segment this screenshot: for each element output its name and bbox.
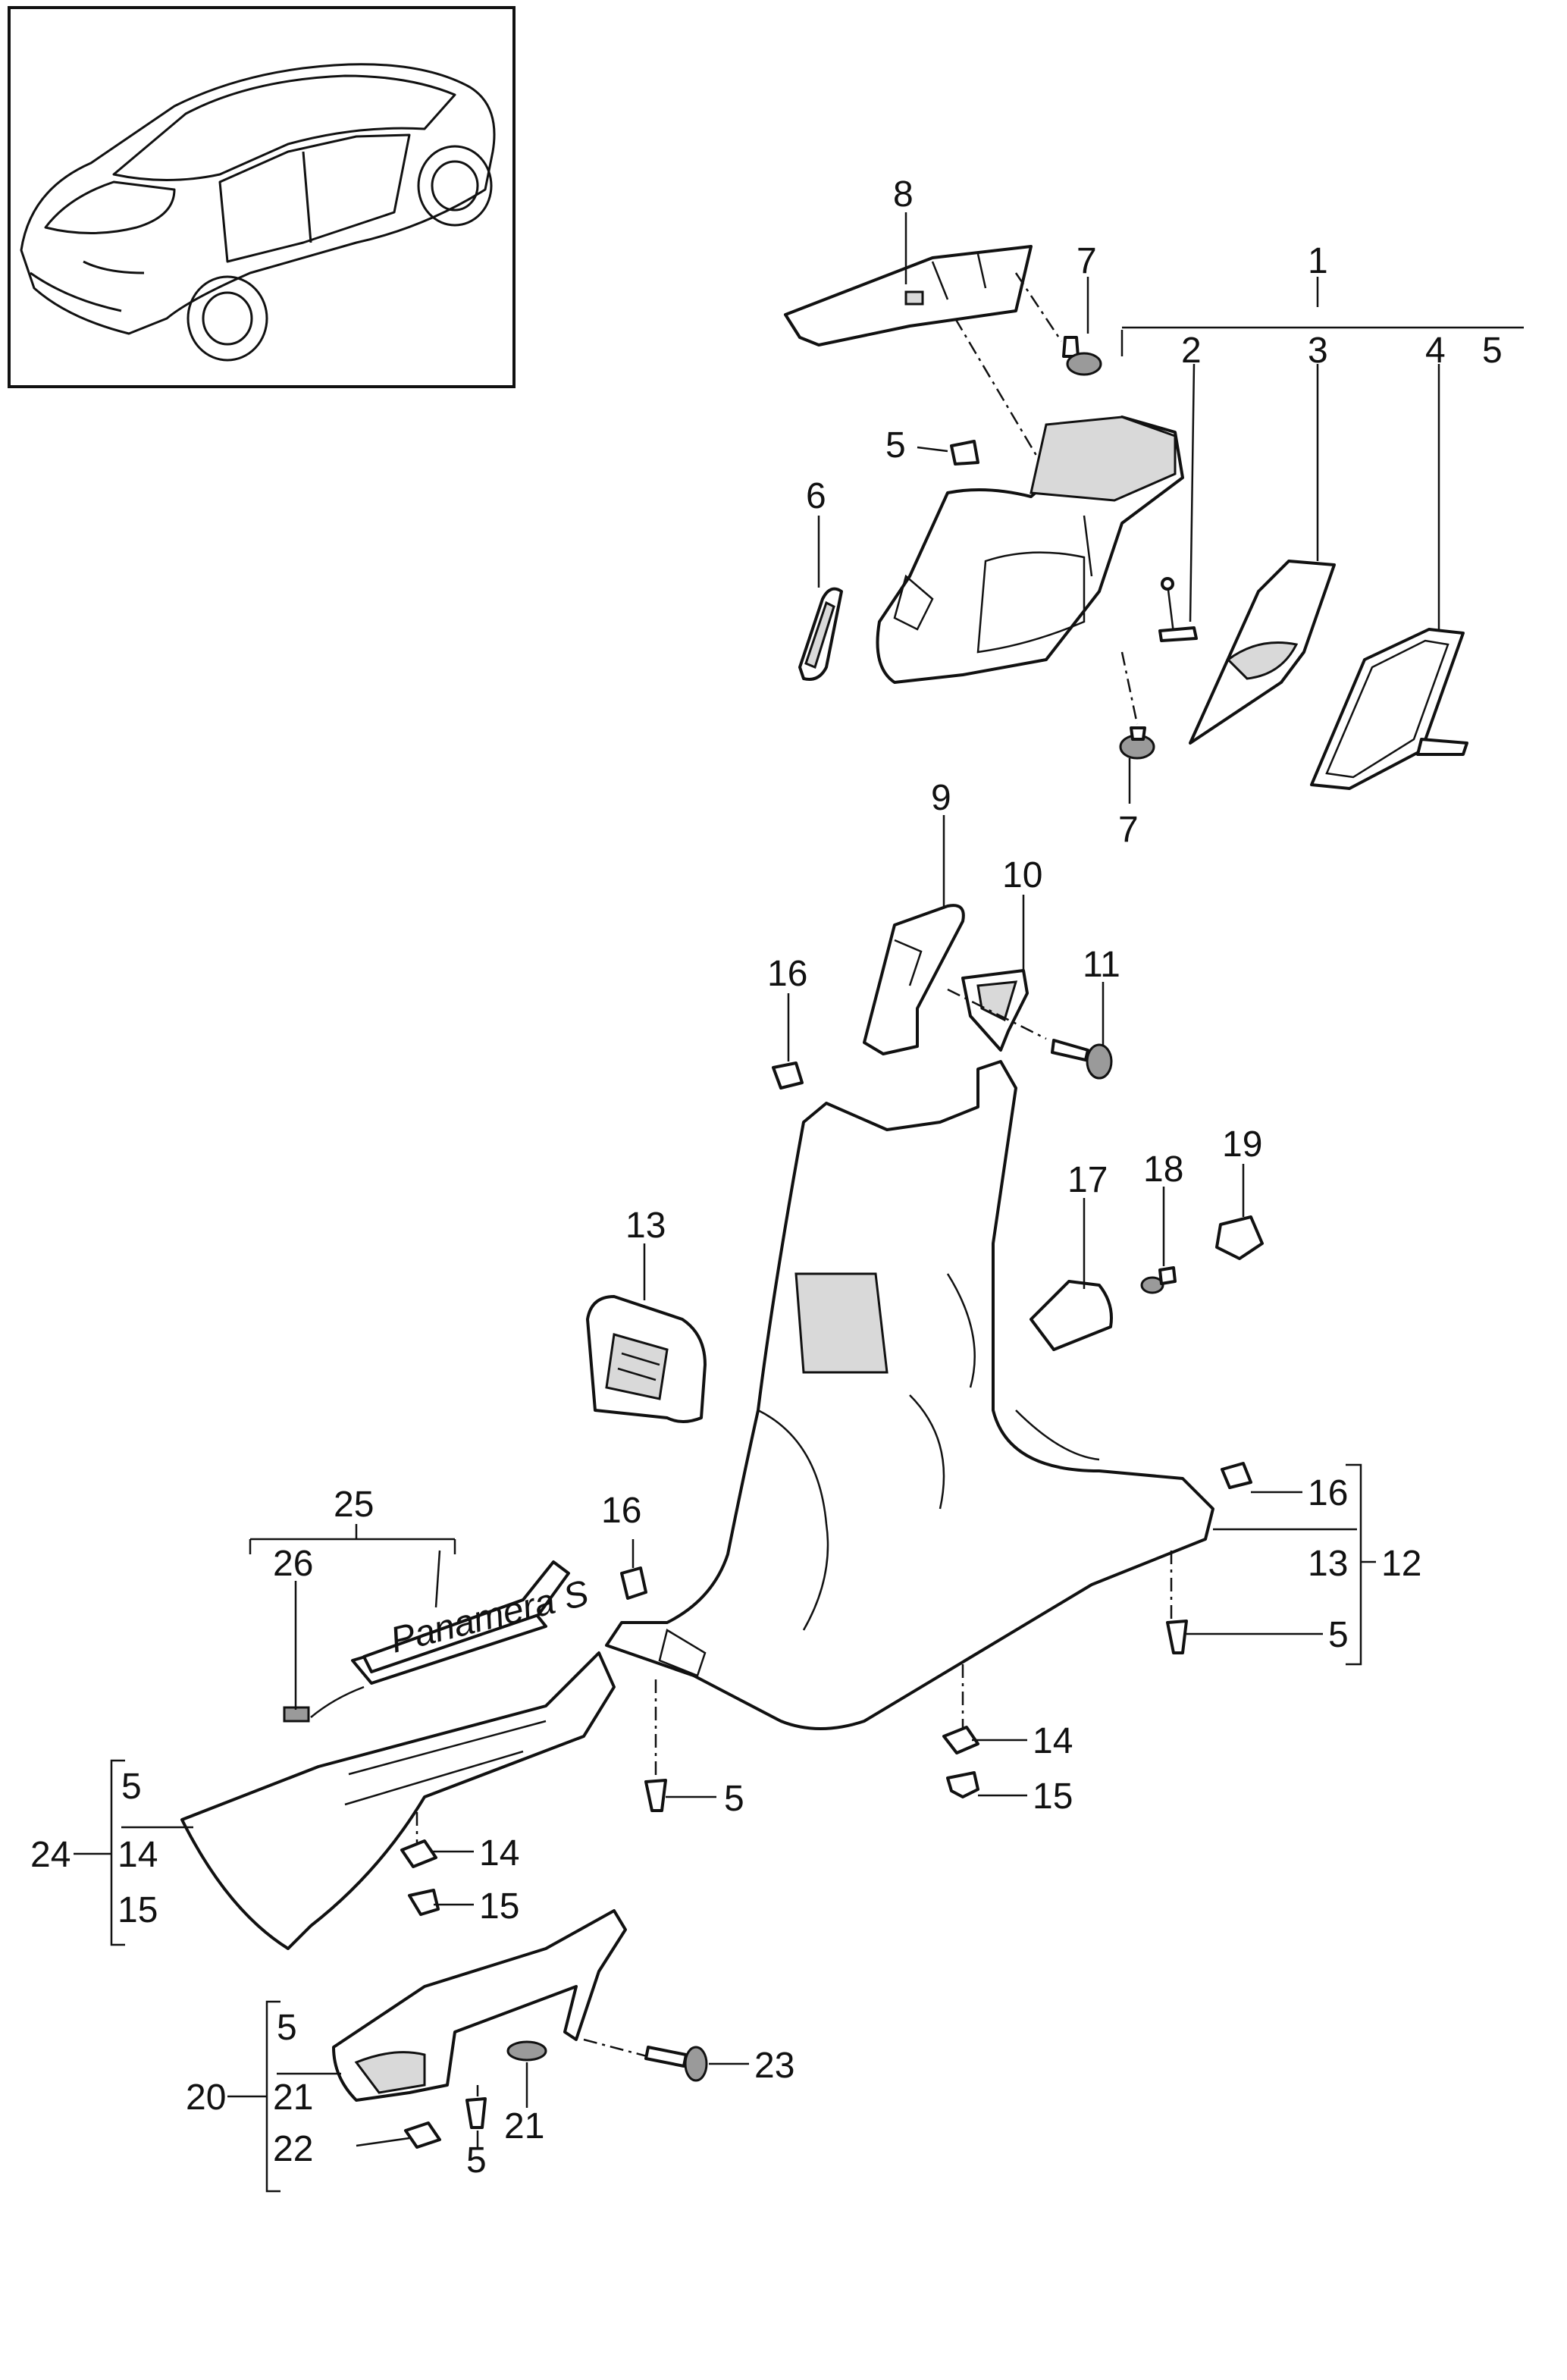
clip-icon xyxy=(1166,1620,1188,1654)
callout-1: 1 xyxy=(1308,241,1328,281)
callout-20: 20 xyxy=(186,2077,226,2118)
car-overview-thumbnail xyxy=(8,6,516,388)
callout-5: 5 xyxy=(885,425,906,466)
callout-17: 17 xyxy=(1067,1160,1108,1200)
clip-icon xyxy=(465,2097,487,2129)
clip-icon xyxy=(400,1839,437,1868)
callout-12: 12 xyxy=(1381,1544,1421,1584)
callout-7: 7 xyxy=(1118,810,1139,850)
clip-icon xyxy=(1221,1462,1252,1489)
callout-labels: 1 2 3 4 5 5 6 7 7 8 9 10 11 16 19 18 17 … xyxy=(30,174,1503,2181)
callout-5: 5 xyxy=(724,1779,744,1819)
callout-13: 13 xyxy=(1308,1544,1348,1584)
clip-icon xyxy=(404,2121,441,2149)
callout-21: 21 xyxy=(504,2106,544,2146)
callout-19: 19 xyxy=(1222,1124,1262,1165)
callout-16: 16 xyxy=(1308,1473,1348,1513)
clip-icon xyxy=(1215,1215,1264,1260)
clip-icon xyxy=(772,1061,804,1090)
part-10-bracket xyxy=(961,969,1029,1052)
leader-lines xyxy=(74,212,1524,2193)
callout-26: 26 xyxy=(273,1544,313,1584)
callout-25: 25 xyxy=(334,1485,374,1525)
callout-16: 16 xyxy=(601,1491,641,1531)
callout-21: 21 xyxy=(273,2077,313,2118)
callout-15: 15 xyxy=(1033,1776,1073,1817)
callout-6: 6 xyxy=(806,476,826,516)
screw-icon xyxy=(1062,336,1102,376)
callout-8: 8 xyxy=(893,174,914,215)
callout-18: 18 xyxy=(1143,1149,1183,1190)
part-3-cover xyxy=(1189,560,1336,745)
callout-3: 3 xyxy=(1308,331,1328,371)
callout-10: 10 xyxy=(1002,855,1042,895)
clip-icon xyxy=(946,1771,979,1798)
part-12-b-pillar-trim xyxy=(605,1060,1214,1730)
clip-icon xyxy=(644,1779,667,1812)
callout-22: 22 xyxy=(273,2129,313,2169)
callout-15: 15 xyxy=(118,1890,158,1930)
callout-5: 5 xyxy=(277,2008,297,2048)
clip-icon xyxy=(950,440,979,466)
callout-14: 14 xyxy=(479,1833,519,1874)
plug-icon xyxy=(506,2040,547,2062)
callout-14: 14 xyxy=(1033,1721,1073,1761)
part-6-grille xyxy=(798,587,843,681)
callout-23: 23 xyxy=(754,2046,794,2086)
sill-script: Panamera S xyxy=(387,1573,593,1661)
callout-11: 11 xyxy=(1083,945,1120,985)
callout-7: 7 xyxy=(1077,241,1097,281)
part-17-cover xyxy=(1030,1280,1113,1351)
clip-icon xyxy=(408,1889,440,1916)
callout-9: 9 xyxy=(931,778,951,818)
callout-15: 15 xyxy=(479,1886,519,1927)
callout-14: 14 xyxy=(118,1835,158,1875)
clip-icon xyxy=(942,1726,979,1754)
part-25-sill-plate: Panamera S xyxy=(351,1560,593,1685)
screw-icon xyxy=(1140,1266,1177,1294)
part-8-upper-trim xyxy=(784,245,1033,346)
callout-13: 13 xyxy=(625,1206,666,1246)
callout-5: 5 xyxy=(1328,1615,1349,1655)
callout-5-top: 5 xyxy=(1482,331,1503,371)
callout-16: 16 xyxy=(767,954,807,994)
callout-4: 4 xyxy=(1425,331,1446,371)
callout-2: 2 xyxy=(1181,331,1202,371)
part-9-bracket xyxy=(863,904,965,1055)
callout-5: 5 xyxy=(121,1767,142,1807)
part-4-frame xyxy=(1310,628,1468,790)
part-20-reinforcement xyxy=(332,1909,627,2102)
clip-icon xyxy=(620,1566,647,1600)
screw-icon xyxy=(1051,1039,1113,1080)
air-vent-icon xyxy=(586,1295,707,1423)
screw-icon xyxy=(1119,726,1155,760)
part-1-c-pillar-trim xyxy=(876,415,1184,684)
callout-24: 24 xyxy=(30,1835,71,1875)
part-24-sill-trim xyxy=(180,1651,616,1950)
callout-5: 5 xyxy=(466,2140,487,2181)
part-2-strap xyxy=(1158,577,1198,642)
screw-icon xyxy=(644,2046,708,2082)
